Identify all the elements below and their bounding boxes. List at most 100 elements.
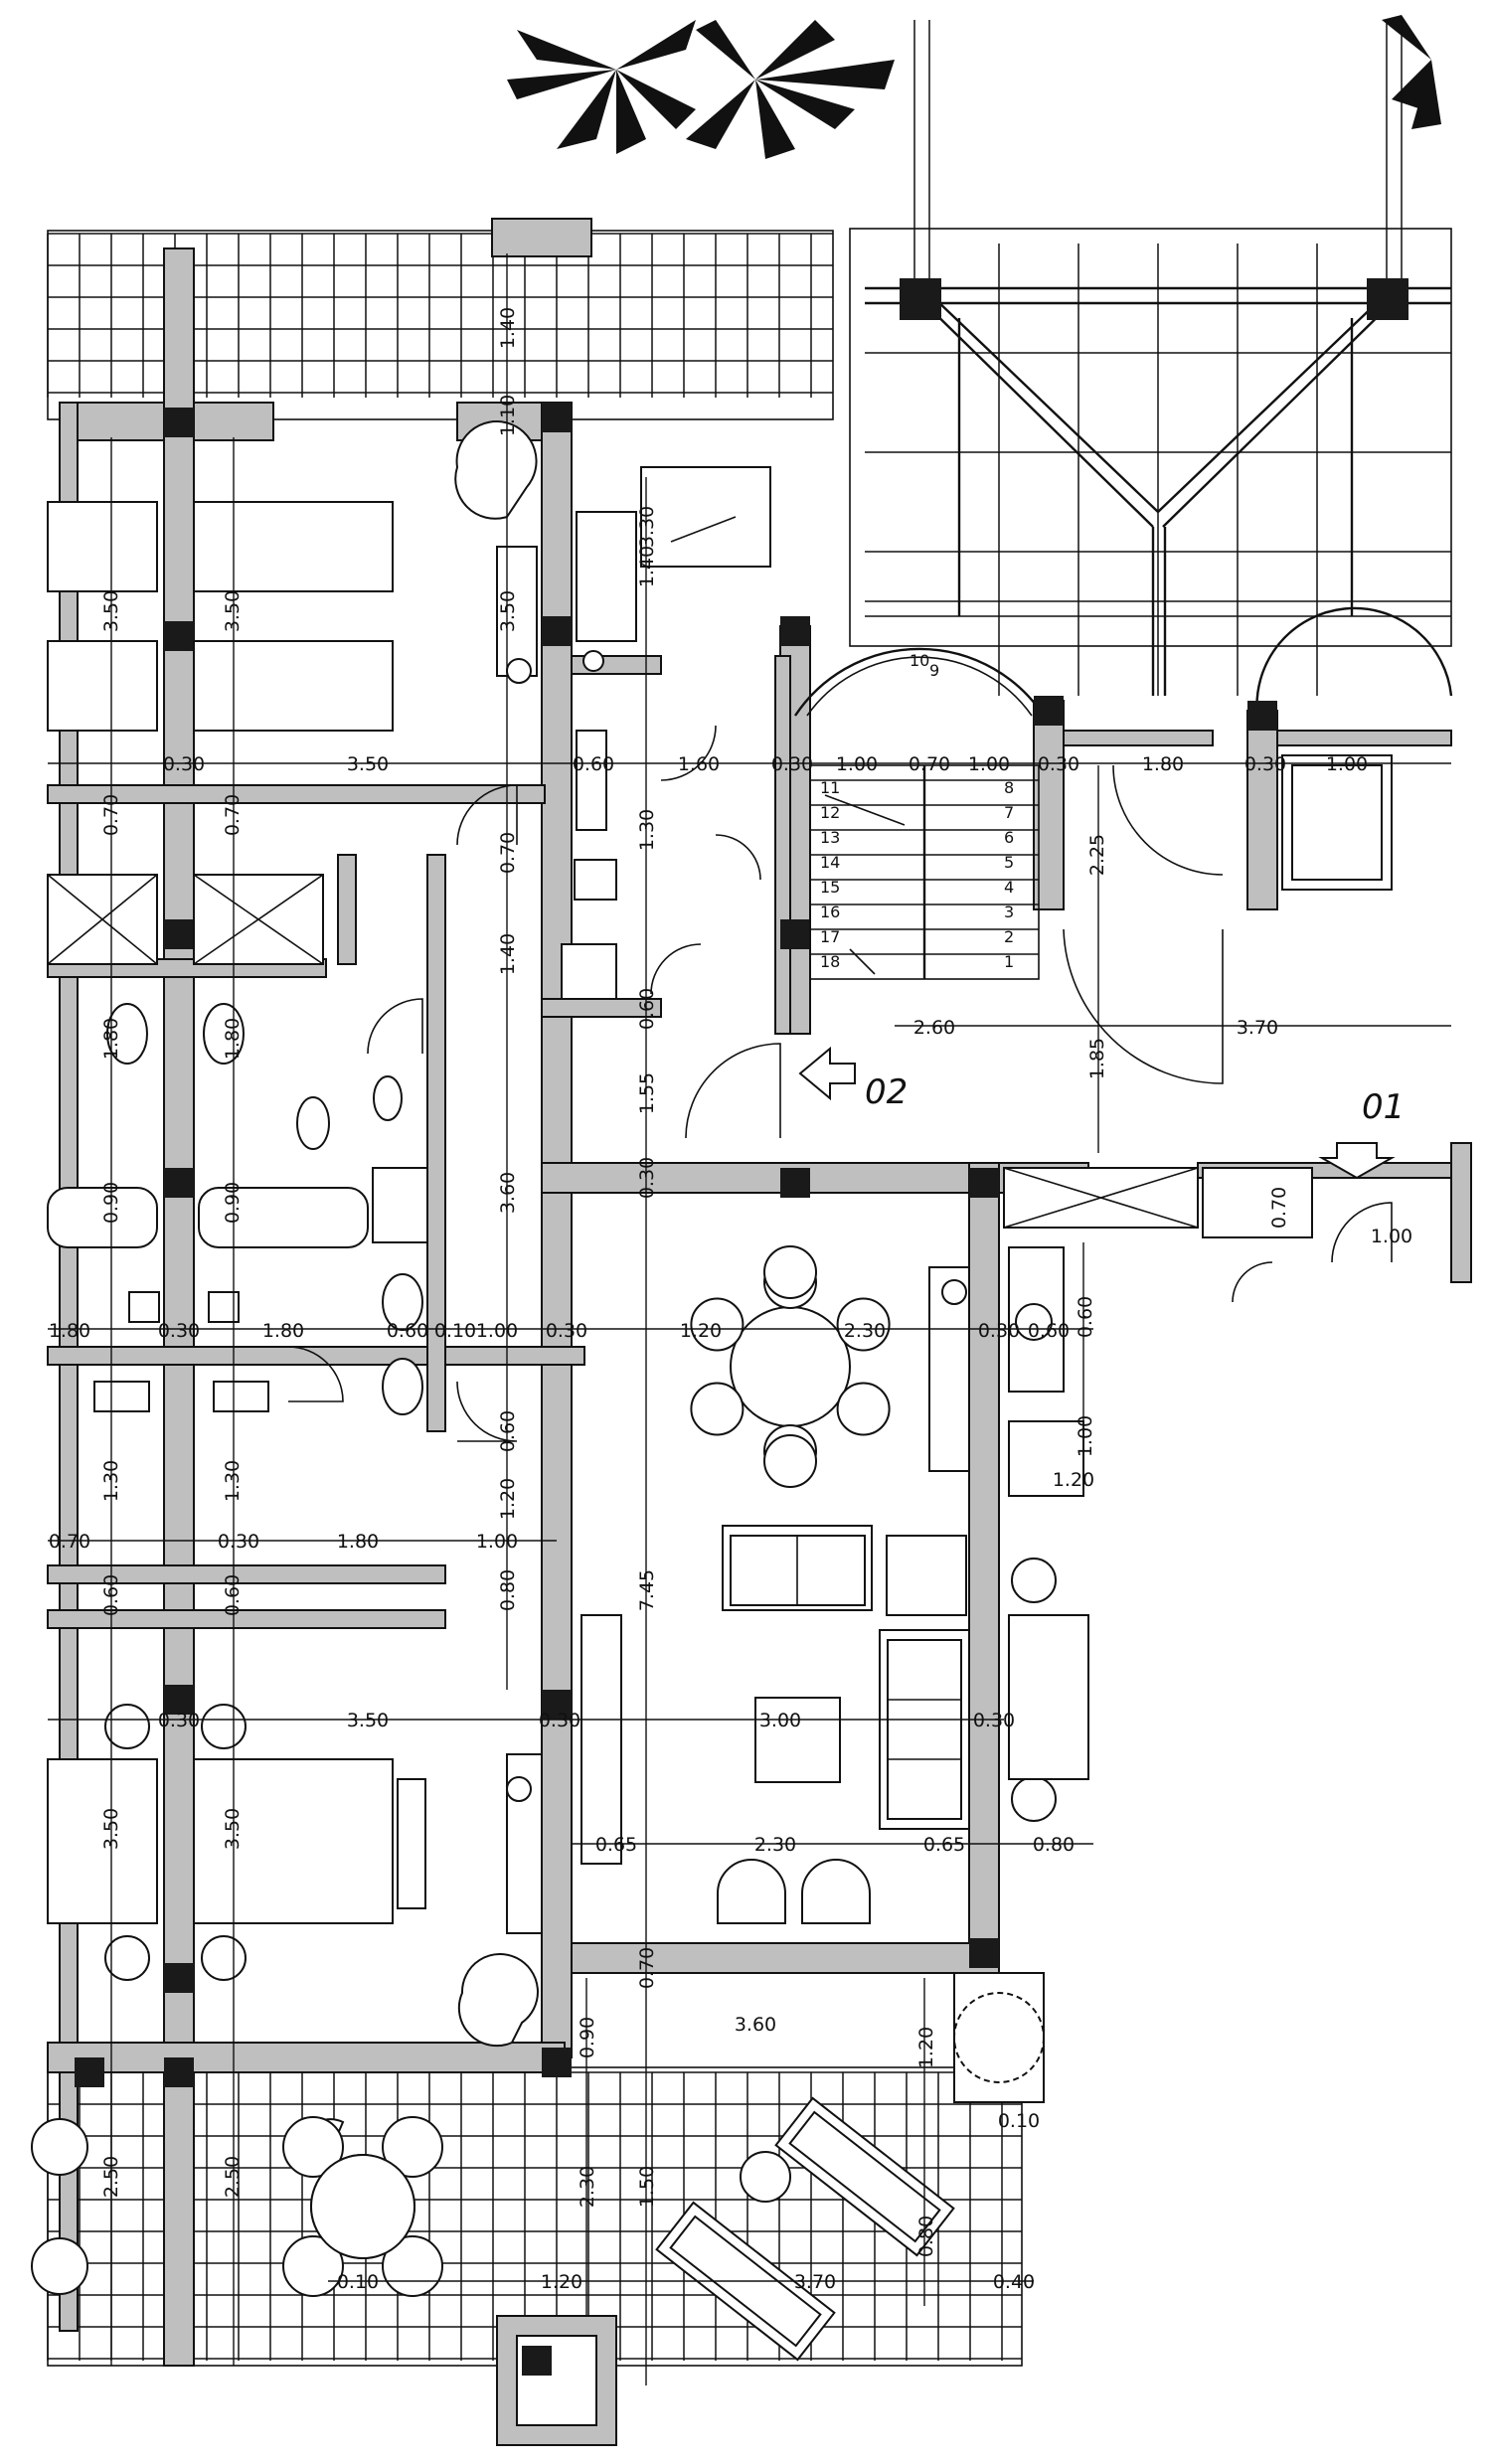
dimension-label: 1.40: [497, 307, 519, 349]
column: [164, 1168, 194, 1198]
dimension-label: 1.20: [497, 1478, 519, 1520]
dimension-labels-vertical: 1.40 1.10 3.50 1.40 3.60 0.60 1.20 0.80 0.70 3.30…: [100, 307, 1290, 2257]
dimension-label: 0.30: [539, 1710, 580, 1731]
dimension-label: 1.80: [337, 1531, 379, 1553]
column: [780, 919, 810, 949]
dimension-label: 7.45: [636, 1569, 658, 1611]
stair-step-number: 12: [820, 803, 840, 822]
dimension-label: 1.00: [836, 753, 878, 775]
dimension-label: 0.60: [1075, 1296, 1096, 1338]
dimension-label: 1.80: [100, 1018, 122, 1060]
column: [542, 403, 572, 432]
stair-step-number: 4: [1004, 878, 1014, 897]
dimension-label: 0.60: [100, 1574, 122, 1616]
dimension-label: 0.70: [222, 794, 244, 836]
dimension-label: 0.70: [636, 1947, 658, 1989]
dimension-label: 0.30: [1038, 753, 1079, 775]
column: [542, 1690, 572, 1720]
stair-step-number: 1: [1004, 952, 1014, 971]
dimension-label: 2.50: [222, 2156, 244, 2198]
column: [1247, 701, 1277, 731]
doors: [287, 516, 1393, 1442]
stair-step-number: 14: [820, 853, 840, 872]
dimension-label: 0.30: [218, 1531, 259, 1553]
dimension-label: 0.30: [158, 1710, 200, 1731]
stair-step-number: 3: [1004, 903, 1014, 921]
dimension-label: 0.80: [497, 1569, 519, 1611]
dimension-label: 0.80: [915, 2216, 937, 2257]
dimension-label: 1.80: [262, 1320, 304, 1342]
dimension-label: 2.50: [100, 2156, 122, 2198]
dimension-label: 0.30: [978, 1320, 1020, 1342]
stair-step-number: 13: [820, 828, 840, 847]
stair-step-number: 16: [820, 903, 840, 921]
dimension-label: 1.00: [968, 753, 1010, 775]
column: [164, 408, 194, 437]
dimension-label: 0.30: [636, 1157, 658, 1199]
dimension-label: 1.30: [222, 1460, 244, 1502]
dimension-label: 0.90: [577, 2017, 598, 2058]
dimension-label: 1.20: [541, 2271, 582, 2293]
palm-tree-right: [1382, 15, 1441, 129]
dimension-label: 3.60: [497, 1172, 519, 1214]
dining-chair: [763, 1434, 817, 1488]
dimension-label: 0.90: [222, 1182, 244, 1224]
dimension-label: 3.50: [347, 1710, 389, 1731]
column: [164, 919, 194, 949]
stair-step-number: 2: [1004, 927, 1014, 946]
dimension-label: 1.00: [1326, 753, 1368, 775]
entrance-arrow-01: [1318, 1142, 1396, 1180]
dimension-label: 3.70: [794, 2271, 836, 2293]
dimension-label: 0.90: [100, 1182, 122, 1224]
palm-tree-left: [507, 20, 895, 159]
dimension-label: 3.60: [735, 2014, 776, 2036]
dimension-label: 0.80: [1033, 1834, 1075, 1856]
dimension-label: 3.50: [347, 753, 389, 775]
dining-chair: [763, 1245, 817, 1299]
stair-step-number: 9: [929, 661, 939, 680]
dimension-label: 1.00: [476, 1320, 518, 1342]
stair-step-number: 8: [1004, 778, 1014, 797]
column: [780, 1168, 810, 1198]
dimension-label: 3.50: [100, 1808, 122, 1850]
dimension-label: 1.40: [636, 546, 658, 587]
column: [969, 1168, 999, 1198]
dimension-label: 1.55: [636, 1072, 658, 1114]
column: [969, 1938, 999, 1968]
dimension-label: 3.50: [222, 1808, 244, 1850]
dimension-label: 2.30: [577, 2166, 598, 2208]
dimension-label: 1.85: [1086, 1038, 1108, 1079]
dimension-label: 1.10: [497, 395, 519, 436]
column: [542, 2048, 572, 2077]
dimension-label: 3.70: [1237, 1017, 1278, 1039]
dimension-label: 0.10: [337, 2271, 379, 2293]
dimension-label: 0.30: [158, 1320, 200, 1342]
furniture: [31, 420, 1393, 2362]
dimension-label: 1.00: [1371, 1226, 1412, 1247]
unit-label-01: 01: [1362, 1087, 1405, 1127]
column: [164, 621, 194, 651]
dimension-label: 3.50: [222, 590, 244, 632]
dimension-label: 0.10: [434, 1320, 476, 1342]
stair-step-number: 5: [1004, 853, 1014, 872]
dining-chair: [836, 1382, 891, 1436]
dimension-label: 1.20: [680, 1320, 722, 1342]
dimension-label: 1.30: [100, 1460, 122, 1502]
dimension-label: 0.60: [222, 1574, 244, 1616]
dimension-label: 3.30: [636, 506, 658, 548]
stair-step-number: 7: [1004, 803, 1014, 822]
unit-label-02: 02: [865, 1072, 908, 1112]
dining-chair: [690, 1297, 745, 1352]
dimension-label: 0.70: [1268, 1187, 1290, 1229]
dimension-label: 2.25: [1086, 834, 1108, 876]
dimension-label: 0.40: [993, 2271, 1035, 2293]
column: [164, 1963, 194, 1993]
dining-chair: [690, 1382, 745, 1436]
stair-step-number: 17: [820, 927, 840, 946]
dimension-label: 0.70: [497, 832, 519, 874]
dimension-label: 0.60: [1028, 1320, 1070, 1342]
dimension-label: 0.60: [636, 988, 658, 1030]
